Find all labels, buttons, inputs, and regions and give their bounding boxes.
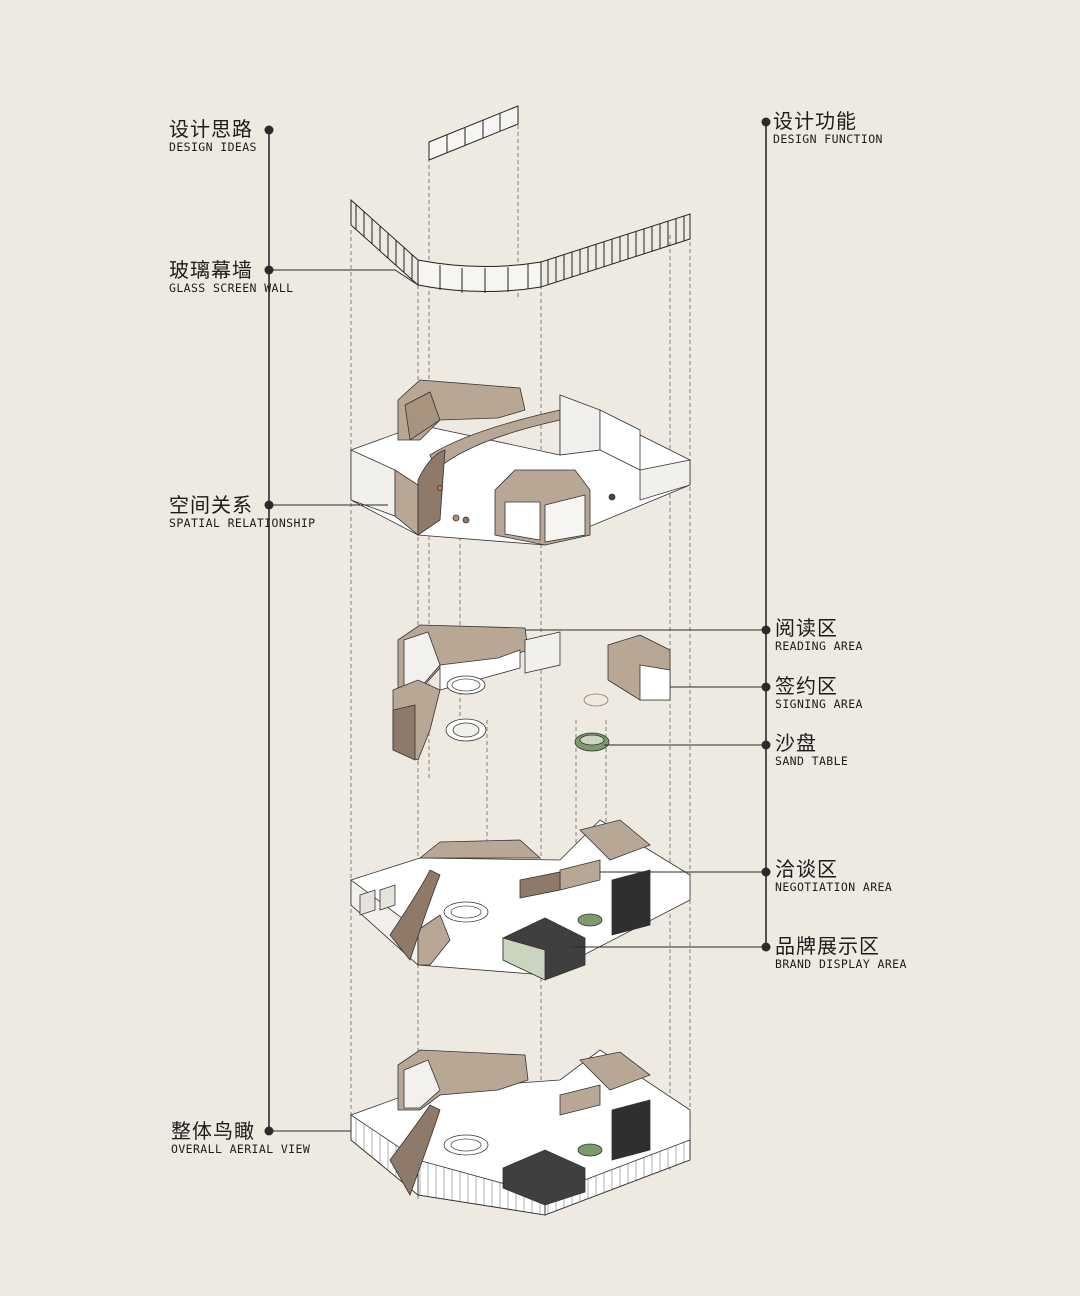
label-en: SAND TABLE [775, 754, 849, 768]
dot-reading-area [761, 625, 771, 635]
glass-roof-strip [428, 105, 519, 161]
label-en: GLASS SCREEN WALL [169, 281, 294, 295]
dot-glass-screen-wall [264, 265, 274, 275]
functions-level [392, 624, 671, 761]
dot-spatial-relationship [264, 500, 274, 510]
dot-negotiation-area [761, 867, 771, 877]
glass-screen-wall [350, 198, 691, 293]
label-reading-area: 阅读区 READING AREA [775, 617, 863, 653]
label-sand-table: 沙盘 SAND TABLE [775, 732, 848, 768]
label-en: READING AREA [775, 639, 863, 653]
dot-design-function [761, 117, 771, 127]
label-signing-area: 签约区 SIGNING AREA [775, 675, 863, 711]
label-zh: 沙盘 [775, 731, 817, 755]
label-en: SPATIAL RELATIONSHIP [169, 516, 316, 530]
spatial-level [350, 379, 691, 546]
label-zh: 玻璃幕墙 [169, 258, 253, 282]
label-design-function: 设计功能 DESIGN FUNCTION [773, 110, 883, 146]
label-overall-aerial-view: 整体鸟瞰 OVERALL AERIAL VIEW [171, 1120, 310, 1156]
label-zh: 空间关系 [169, 493, 253, 517]
label-glass-screen-wall: 玻璃幕墙 GLASS SCREEN WALL [169, 259, 294, 295]
floor-plan-level [350, 819, 691, 981]
label-en: DESIGN FUNCTION [773, 132, 883, 146]
label-en: BRAND DISPLAY AREA [775, 957, 907, 971]
label-zh: 洽谈区 [775, 857, 838, 881]
right-leaders [525, 629, 766, 948]
node-dots [264, 117, 771, 1136]
label-spatial-relationship: 空间关系 SPATIAL RELATIONSHIP [169, 494, 315, 530]
label-zh: 设计思路 [169, 117, 253, 141]
label-zh: 签约区 [775, 674, 838, 698]
label-en: DESIGN IDEAS [169, 140, 257, 154]
dot-sand-table [761, 740, 771, 750]
left-leaders [269, 269, 419, 1132]
label-zh: 整体鸟瞰 [171, 1119, 255, 1143]
label-zh: 品牌展示区 [775, 934, 880, 958]
label-en: SIGNING AREA [775, 697, 863, 711]
label-zh: 阅读区 [775, 616, 838, 640]
label-negotiation-area: 洽谈区 NEGOTIATION AREA [775, 858, 892, 894]
label-brand-display-area: 品牌展示区 BRAND DISPLAY AREA [775, 935, 907, 971]
dot-overall-aerial-view [264, 1126, 274, 1136]
aerial-level [350, 1049, 691, 1216]
dot-brand-display-area [761, 942, 771, 952]
dot-design-ideas [264, 125, 274, 135]
label-design-ideas: 设计思路 DESIGN IDEAS [169, 118, 257, 154]
label-zh: 设计功能 [773, 109, 857, 133]
label-en: OVERALL AERIAL VIEW [171, 1142, 311, 1156]
dot-signing-area [761, 682, 771, 692]
label-en: NEGOTIATION AREA [775, 880, 893, 894]
